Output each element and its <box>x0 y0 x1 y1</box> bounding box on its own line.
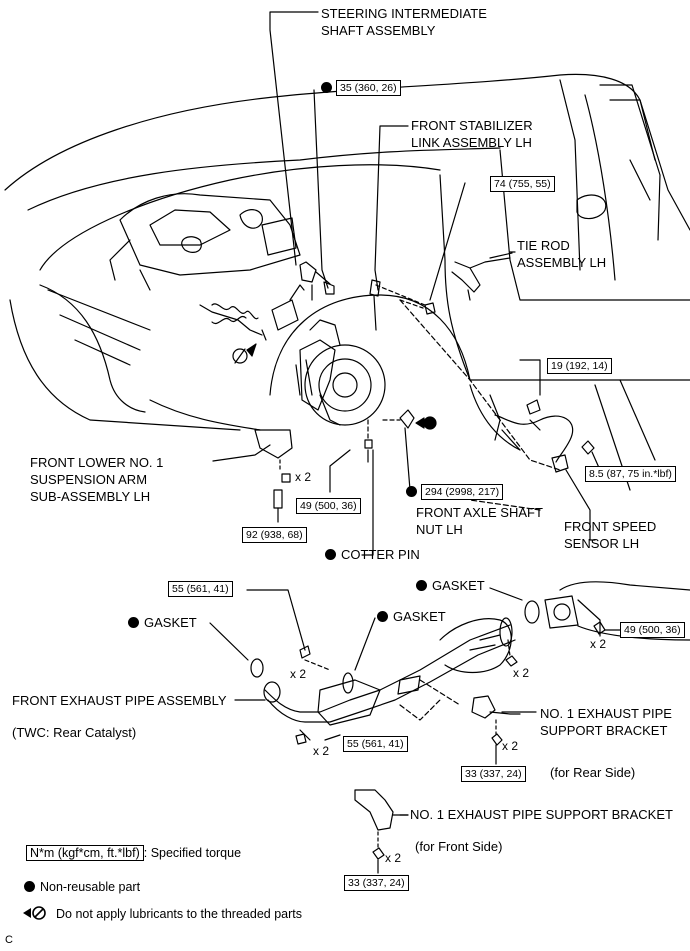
engine-bay-lines <box>109 193 301 291</box>
nonreusable-dot-icon <box>24 881 35 892</box>
gasket-front <box>250 658 264 678</box>
corner-mark: C <box>5 934 13 946</box>
torque-8-5: 8.5 (87, 75 in.*lbf) <box>585 466 676 482</box>
label-cotter-pin: COTTER PIN <box>341 547 420 562</box>
label-for-rear-side: (for Rear Side) <box>550 765 636 780</box>
label-gasket-front: GASKET <box>144 615 197 630</box>
label-front-lower-suspension-arm: FRONT LOWER NO. 1 SUSPENSION ARM SUB-ASS… <box>30 455 164 504</box>
label-gasket-mid: GASKET <box>393 609 446 624</box>
qty-front-bracket-bolt: x 2 <box>385 851 402 865</box>
qty-catalyst-nut: x 2 <box>513 666 530 680</box>
torque-294: 294 (2998, 217) <box>421 484 504 500</box>
torque-49-exhaust: 49 (500, 36) <box>620 622 685 638</box>
no-lubricant-icon <box>23 906 46 920</box>
label-exhaust-bracket-front: NO. 1 EXHAUST PIPE SUPPORT BRACKET <box>410 807 673 822</box>
label-front-stabilizer-link: FRONT STABILIZER LINK ASSEMBLY LH <box>411 118 533 150</box>
torque-74: 74 (755, 55) <box>490 176 555 192</box>
label-twc-rear-catalyst: (TWC: Rear Catalyst) <box>12 725 137 740</box>
nonreusable-dot-gasket-rear <box>416 580 427 591</box>
torque-35: 35 (360, 26) <box>336 80 401 96</box>
torque-19: 19 (192, 14) <box>547 358 612 374</box>
torque-55-lower: 55 (561, 41) <box>343 736 408 752</box>
no-lubricant-symbol-shaft <box>232 343 257 364</box>
legend-torque-text: : Specified torque <box>143 846 242 860</box>
qty-flange-bolt: x 2 <box>590 637 607 651</box>
nonreusable-dot-axle-nut <box>406 486 417 497</box>
nonreusable-dot-gasket-front <box>128 617 139 628</box>
label-tie-rod-assembly: TIE ROD ASSEMBLY LH <box>517 238 607 270</box>
torque-49-knuckle: 49 (500, 36) <box>296 498 361 514</box>
gasket-rear <box>524 600 540 624</box>
nonreusable-dot-bolt-35 <box>321 82 332 93</box>
brake-disc-knuckle <box>295 319 386 426</box>
legend-no-lubricant-text: Do not apply lubricants to the threaded … <box>56 907 302 921</box>
label-steering-intermediate-shaft: STEERING INTERMEDIATE SHAFT ASSEMBLY <box>321 6 487 38</box>
qty-exhaust-bolt-upper: x 2 <box>290 667 307 681</box>
qty-lower-arm-bolt: x 2 <box>295 470 312 484</box>
car-body-outline <box>4 73 690 491</box>
label-gasket-rear: GASKET <box>432 578 485 593</box>
torque-33-front: 33 (337, 24) <box>344 875 409 891</box>
label-exhaust-bracket-rear: NO. 1 EXHAUST PIPE SUPPORT BRACKET <box>540 706 672 738</box>
label-front-speed-sensor: FRONT SPEED SENSOR LH <box>564 519 657 551</box>
legend-torque-unit-box: N*m (kgf*cm, ft.*lbf) <box>26 845 144 861</box>
nonreusable-dot-cotter-pin <box>325 549 336 560</box>
exhaust-pipe <box>263 581 690 726</box>
legend-nonreusable: Non-reusable part <box>24 879 140 895</box>
torque-33-rear: 33 (337, 24) <box>461 766 526 782</box>
legend-no-lubricant: Do not apply lubricants to the threaded … <box>22 906 302 922</box>
torque-55-upper: 55 (561, 41) <box>168 581 233 597</box>
drive-shaft <box>199 284 305 341</box>
legend-specified-torque: N*m (kgf*cm, ft.*lbf): Specified torque <box>26 845 241 861</box>
steering-shaft-leader <box>269 11 319 266</box>
no-lubricant-symbol-axle <box>415 416 437 430</box>
gasket-mid <box>342 672 354 694</box>
qty-exhaust-bolt-lower: x 2 <box>313 744 330 758</box>
label-front-axle-shaft-nut: FRONT AXLE SHAFT NUT LH <box>416 505 543 537</box>
legend-nonreusable-text: Non-reusable part <box>40 880 141 894</box>
nonreusable-dot-gasket-mid <box>377 611 388 622</box>
torque-92: 92 (938, 68) <box>242 527 307 543</box>
label-front-exhaust-pipe: FRONT EXHAUST PIPE ASSEMBLY <box>12 693 227 708</box>
label-for-front-side: (for Front Side) <box>415 839 503 854</box>
qty-rear-bracket-bolt: x 2 <box>502 739 519 753</box>
